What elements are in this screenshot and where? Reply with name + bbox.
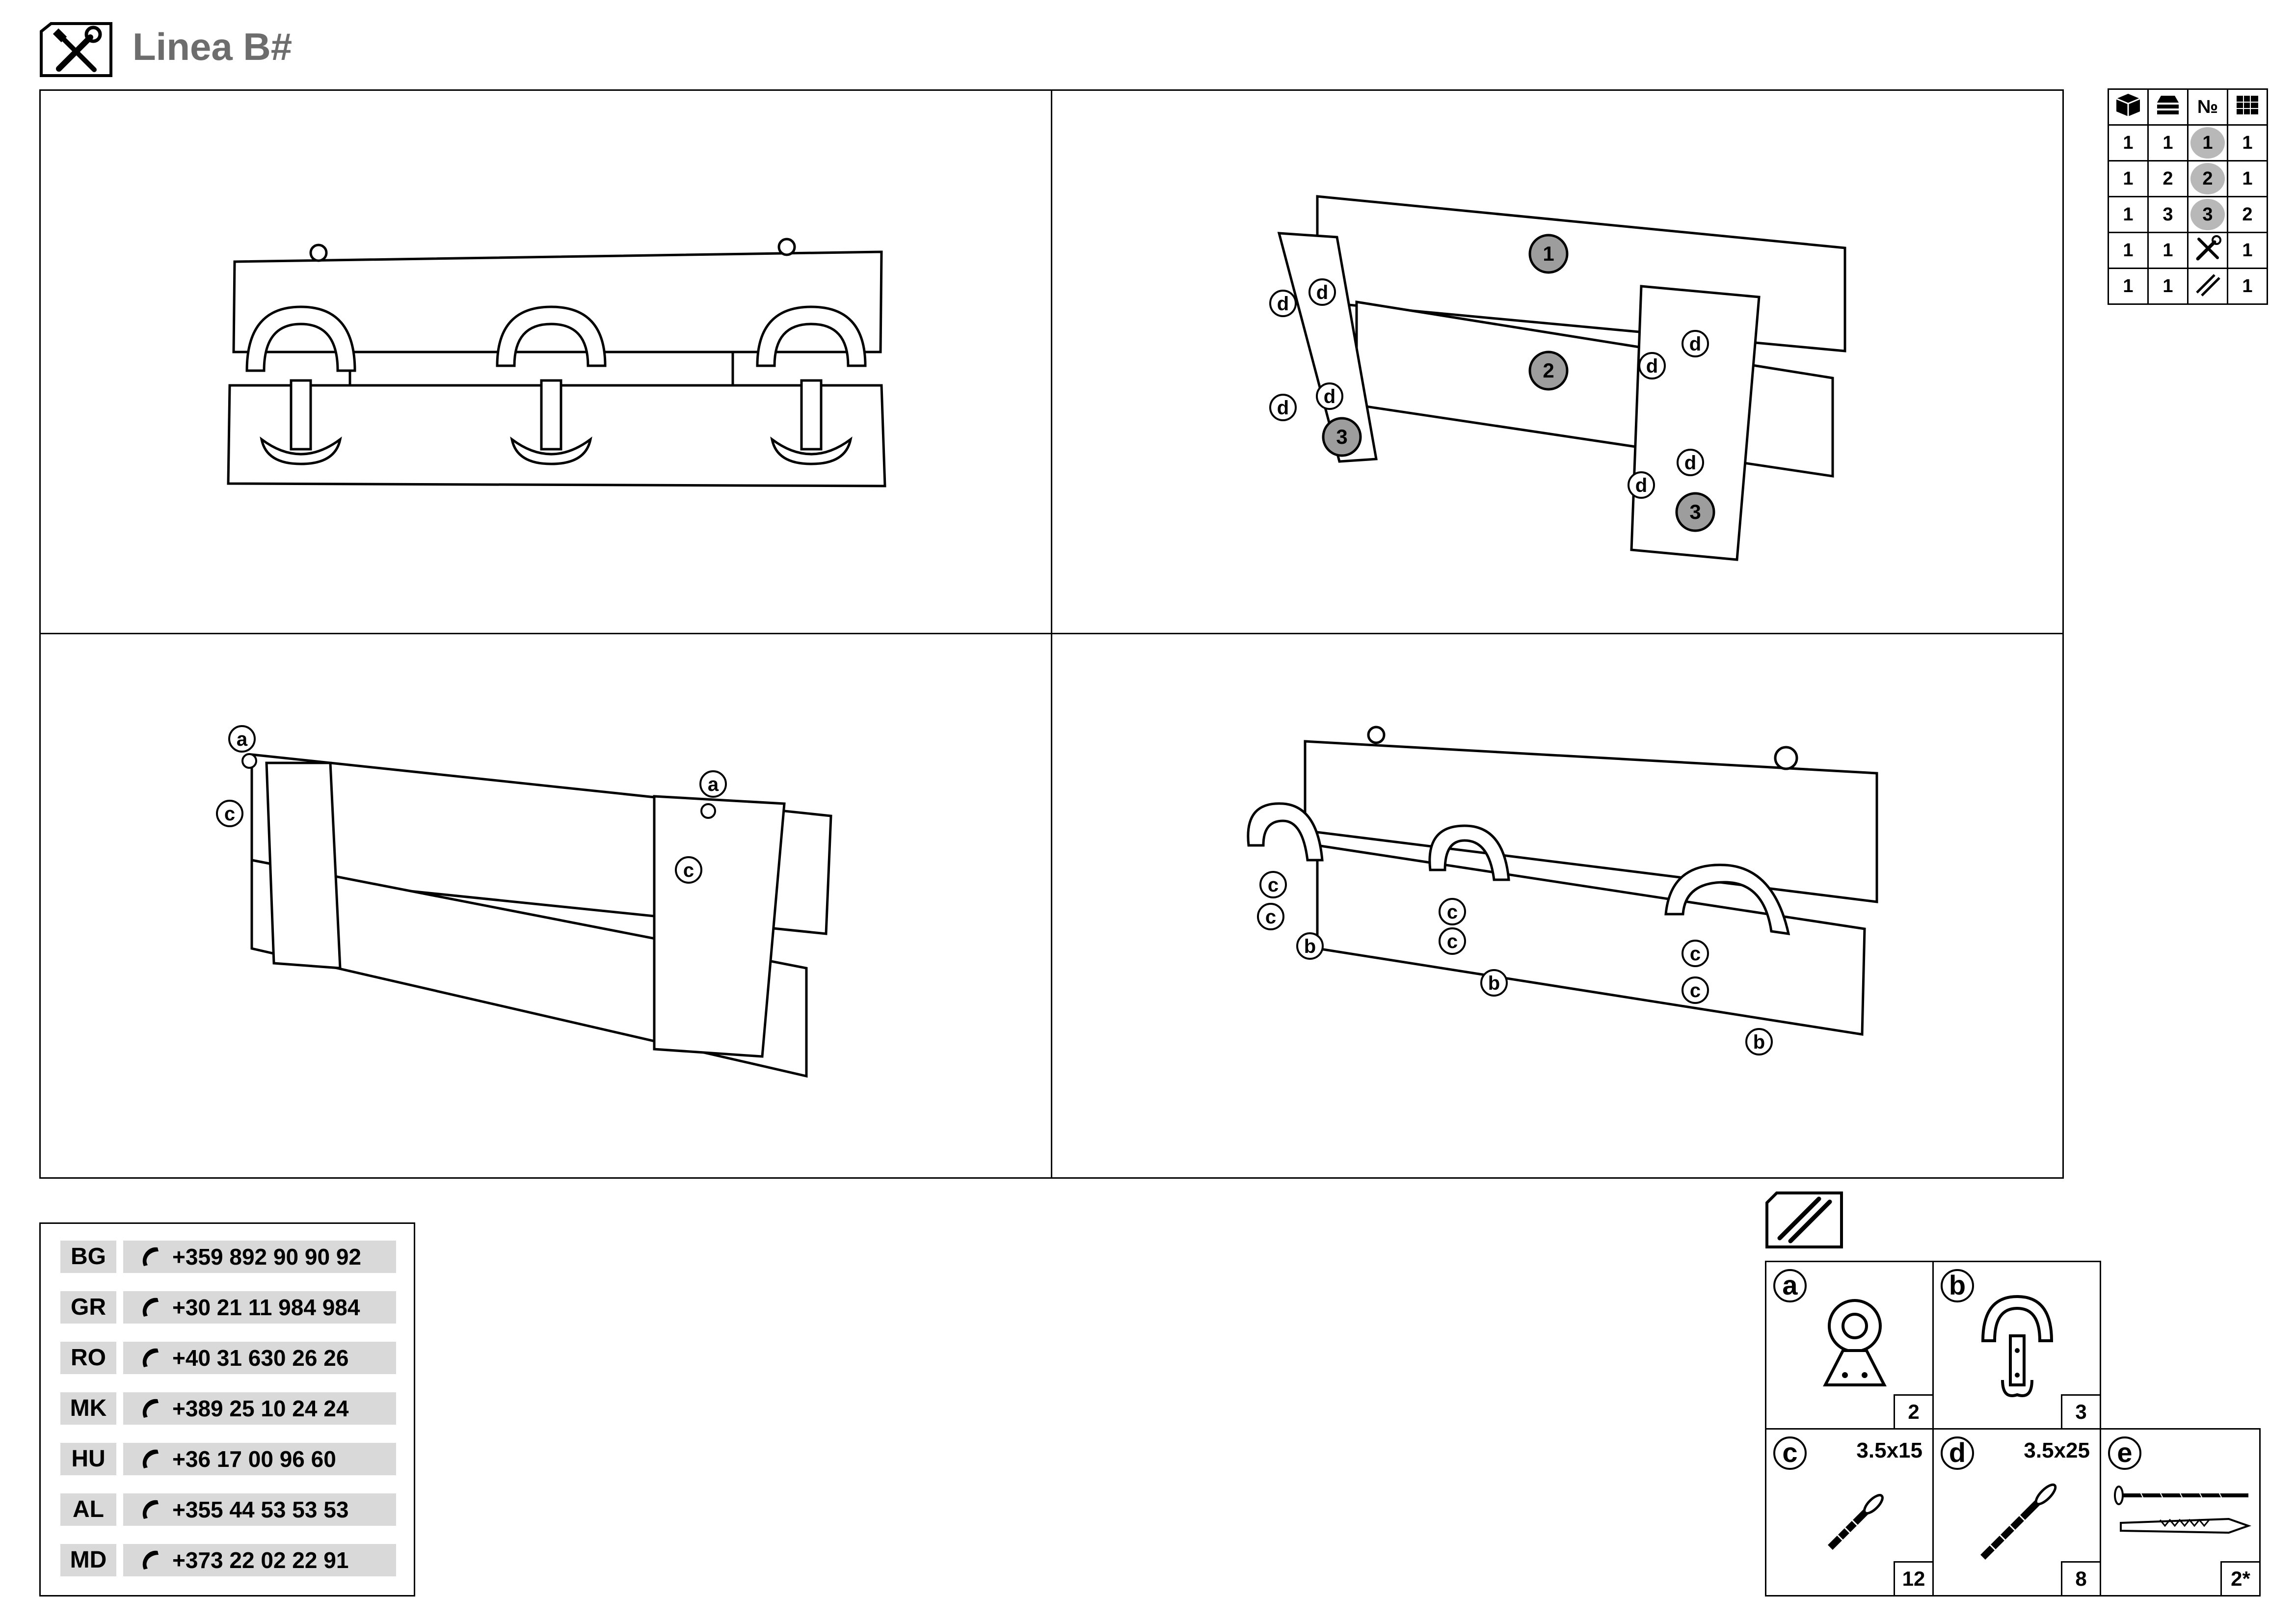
screw-label-d: d (1684, 452, 1696, 474)
phone-icon (142, 1298, 159, 1317)
screw-label-d: d (1277, 397, 1289, 419)
hardware-item-b: b 3 (1932, 1261, 2101, 1430)
bracket-label-a: a (237, 729, 248, 750)
step-panel-2: 1 2 3 3 d d d d d d d d (1051, 89, 2064, 634)
part-number-3-left: 3 (1336, 425, 1347, 448)
box-icon (2108, 88, 2149, 126)
screw-label-c: c (1447, 901, 1458, 923)
parts-table-row: 1 2 2 1 (2108, 160, 2268, 197)
parts-table-row: 1 1 1 (2108, 268, 2268, 305)
screw-label-d: d (1324, 386, 1335, 407)
screw-label-c: c (1265, 906, 1276, 928)
screw-label-d: d (1635, 475, 1647, 496)
parts-table-header: № (2108, 88, 2268, 126)
hardware-item-c: c 3.5x15 12 (1765, 1428, 1934, 1597)
step-panel-1 (39, 89, 1052, 634)
hardware-item-e: e 2* (2100, 1428, 2261, 1597)
short-screw-icon (1828, 1494, 1884, 1550)
phone-icon (142, 1500, 159, 1519)
screws-icon (2187, 268, 2228, 305)
contact-list: BG +359 892 90 90 92 GR +30 21 11 984 98… (39, 1222, 415, 1597)
country-code: RO (60, 1342, 116, 1374)
country-code: AL (60, 1493, 116, 1526)
phone-icon (142, 1550, 159, 1570)
hook-label-b: b (1304, 936, 1316, 957)
parts-table-row: 1 3 3 2 (2108, 196, 2268, 233)
assembled-rack-illustration (227, 238, 886, 487)
part-number-2: 2 (1543, 359, 1554, 382)
wall-bracket-icon (1823, 1299, 1887, 1386)
bracket-label-a: a (708, 774, 719, 795)
screw-label-d: d (1277, 293, 1289, 315)
parts-grid-icon (2227, 88, 2268, 126)
phone-icon (142, 1348, 159, 1367)
screw-label-c: c (1447, 931, 1458, 952)
step-panel-3: a c a c (39, 633, 1052, 1179)
phone-number: +36 17 00 96 60 (172, 1446, 336, 1472)
hardware-header-icon (1765, 1191, 1843, 1249)
hardware-grid: a 2 b 3 c 3.5x15 12 d 3.5x25 (1765, 1261, 2261, 1597)
hook-label-b: b (1488, 973, 1500, 994)
screw-label-c: c (683, 860, 694, 881)
phone-number: +359 892 90 90 92 (172, 1244, 361, 1270)
hardware-item-a: a 2 (1765, 1261, 1934, 1430)
phone-number: +355 44 53 53 53 (172, 1497, 349, 1522)
phone-icon (142, 1399, 159, 1418)
phone-number: +30 21 11 984 984 (172, 1295, 360, 1320)
phone-number: +40 31 630 26 26 (172, 1345, 349, 1371)
screw-label-c: c (1690, 980, 1701, 1001)
country-code: HU (60, 1443, 116, 1475)
phone-icon (142, 1449, 159, 1468)
parts-table: № 1 1 1 1 1 2 2 1 1 3 3 2 1 1 1 1 1 1 (2108, 88, 2268, 305)
part-number-3-right: 3 (1689, 500, 1701, 523)
page-title: Linea B# (133, 25, 293, 68)
number-header: № (2187, 88, 2228, 126)
bracket-mounting-illustration: a c a c (216, 725, 832, 1078)
phone-number: +373 22 02 22 91 (172, 1547, 349, 1573)
screw-label-c: c (1268, 874, 1279, 896)
tools-header-icon (39, 22, 113, 78)
stack-icon (2147, 88, 2189, 126)
screw-label-c: c (224, 803, 235, 825)
country-code: BG (60, 1241, 116, 1273)
phone-icon (142, 1247, 159, 1266)
wall-plug-screw-icon (2114, 1486, 2252, 1534)
tools-icon (2187, 232, 2228, 269)
hardware-item-d: d 3.5x25 8 (1932, 1428, 2101, 1597)
double-hook-icon (1981, 1295, 2054, 1397)
phone-number: +389 25 10 24 24 (172, 1396, 349, 1421)
hook-label-b: b (1753, 1031, 1765, 1053)
country-code: MD (60, 1544, 116, 1576)
screw-label-d: d (1646, 355, 1658, 377)
parts-table-row: 1 1 1 1 (2108, 124, 2268, 162)
frame-screwing-illustration: 1 2 3 3 d d d d d d d d (1269, 195, 1846, 561)
screw-label-d: d (1316, 282, 1328, 303)
long-screw-icon (1980, 1483, 2057, 1560)
country-code: MK (60, 1392, 116, 1425)
screw-label-d: d (1689, 333, 1701, 355)
country-code: GR (60, 1291, 116, 1324)
hook-mounting-illustration: c c b c c b c c b (1247, 726, 1878, 1056)
parts-table-row: 1 1 1 (2108, 232, 2268, 269)
step-panel-4: c c b c c b c c b (1051, 633, 2064, 1179)
part-number-1: 1 (1543, 242, 1554, 265)
screw-label-c: c (1690, 943, 1701, 965)
